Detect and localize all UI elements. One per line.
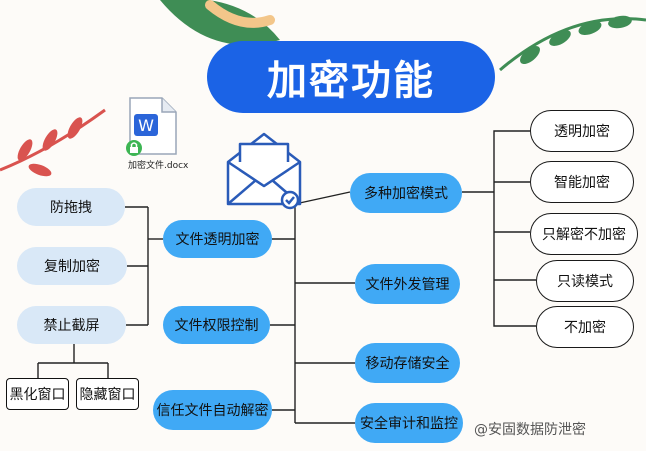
doc-letter: W bbox=[138, 116, 154, 135]
node-removable-storage: 移动存储安全 bbox=[355, 343, 460, 383]
leaf-decoration-right bbox=[499, 15, 646, 72]
node-audit-monitoring: 安全审计和监控 bbox=[355, 403, 463, 443]
node-multiple-modes: 多种加密模式 bbox=[350, 173, 462, 213]
node-mode-transparent: 透明加密 bbox=[530, 110, 634, 152]
node-mode-decrypt-only: 只解密不加密 bbox=[530, 213, 638, 255]
node-mode-none: 不加密 bbox=[536, 306, 634, 348]
node-black-window: 黑化窗口 bbox=[6, 378, 69, 410]
node-anti-drag: 防拖拽 bbox=[17, 188, 125, 226]
node-mode-smart: 智能加密 bbox=[530, 161, 634, 203]
node-outgoing-management: 文件外发管理 bbox=[355, 264, 460, 304]
node-screenshot-block: 禁止截屏 bbox=[17, 306, 126, 344]
word-document-icon: W bbox=[120, 96, 206, 176]
node-copy-encrypt: 复制加密 bbox=[17, 247, 127, 285]
node-trusted-auto-decrypt: 信任文件自动解密 bbox=[153, 390, 272, 430]
node-mode-readonly: 只读模式 bbox=[536, 260, 634, 302]
page-title: 加密功能 bbox=[207, 41, 495, 113]
leaf-decoration-left bbox=[0, 108, 106, 177]
node-hidden-window: 隐藏窗口 bbox=[76, 378, 139, 410]
envelope-icon bbox=[226, 132, 302, 210]
doc-filename: 加密文件.docx bbox=[128, 161, 189, 171]
watermark: @安固数据防泄密 bbox=[474, 422, 586, 438]
node-permission-control: 文件权限控制 bbox=[163, 306, 270, 344]
node-transparent-encryption: 文件透明加密 bbox=[163, 220, 272, 258]
